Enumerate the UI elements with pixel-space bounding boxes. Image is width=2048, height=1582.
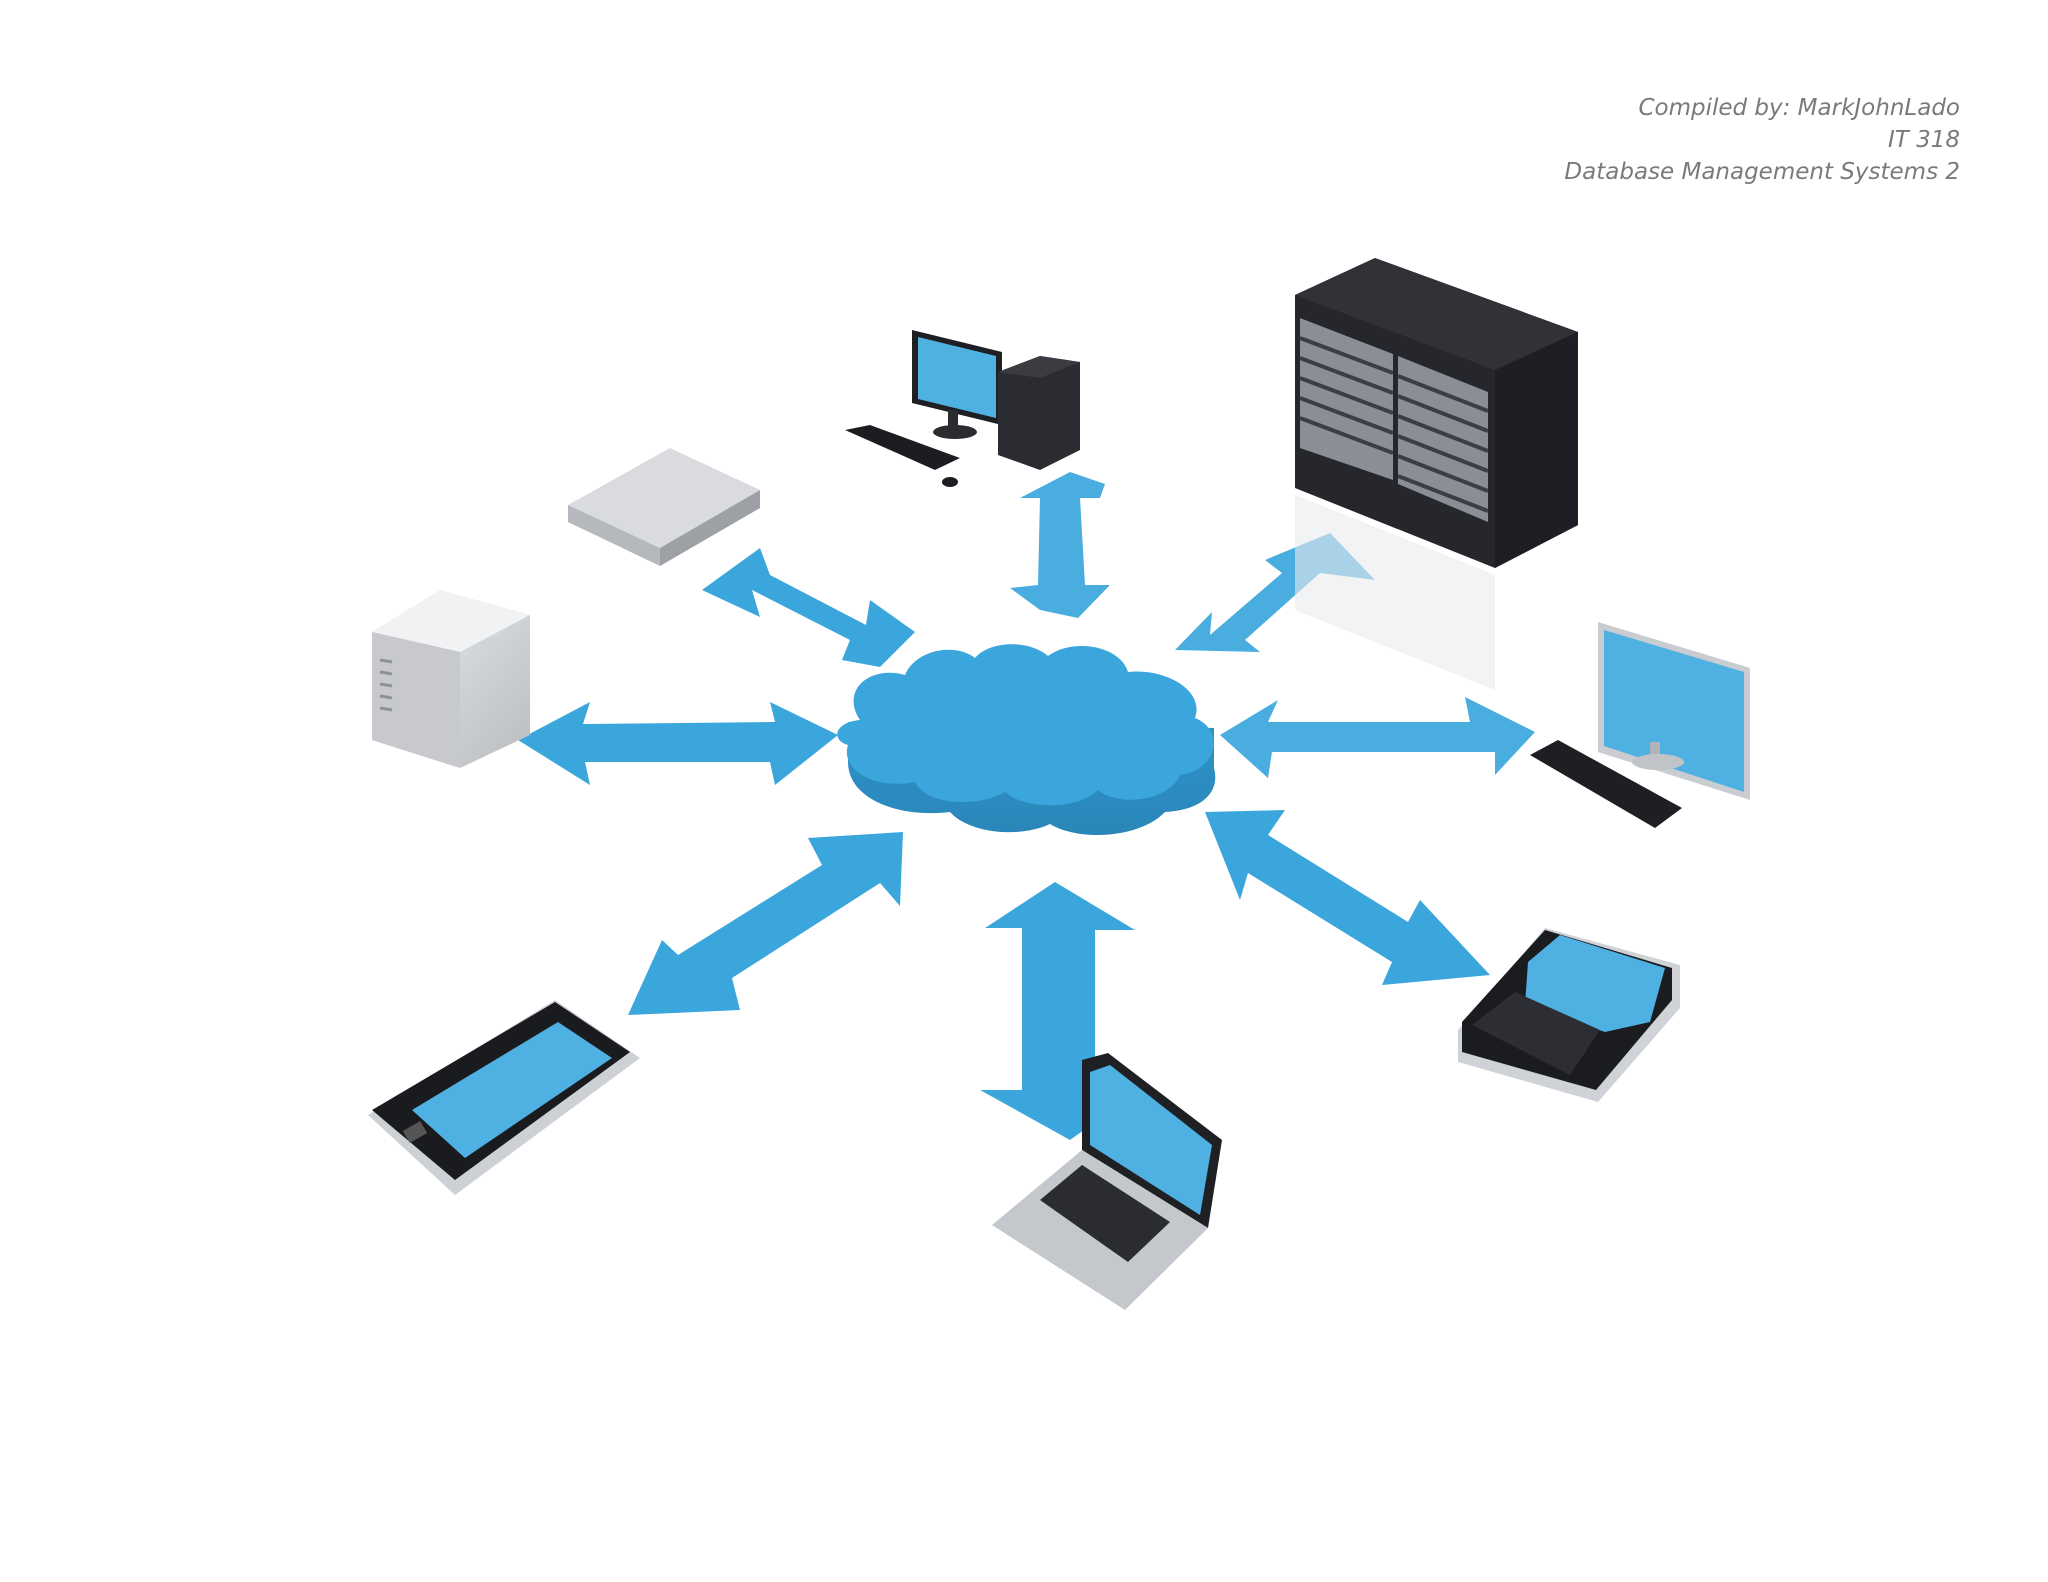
cloud-icon xyxy=(837,644,1216,836)
header-block: Compiled by: MarkJohnLado IT 318 Databas… xyxy=(1564,92,1960,188)
monitor-keyboard-icon xyxy=(1530,622,1750,828)
arrow-qwerty-phone xyxy=(1205,810,1490,985)
router-icon xyxy=(568,448,760,566)
tower-server-icon xyxy=(372,590,530,768)
arrow-router xyxy=(702,548,915,667)
arrow-smartphone xyxy=(628,832,903,1015)
arrow-desktop xyxy=(1010,472,1110,618)
arrows xyxy=(518,472,1535,1140)
arrow-monitor xyxy=(1220,697,1535,778)
server-rack-icon xyxy=(1295,258,1578,690)
smartphone-icon xyxy=(368,1000,640,1195)
laptop-icon xyxy=(992,1053,1222,1310)
course-title-text: Database Management Systems 2 xyxy=(1564,159,1960,185)
compiled-by-text: Compiled by: MarkJohnLado xyxy=(1638,95,1960,121)
arrow-tower-server xyxy=(518,702,838,785)
desktop-computer-icon xyxy=(845,330,1080,487)
course-code-text: IT 318 xyxy=(1887,127,1960,153)
arrow-laptop xyxy=(980,882,1140,1140)
qwerty-phone-icon xyxy=(1458,928,1680,1102)
